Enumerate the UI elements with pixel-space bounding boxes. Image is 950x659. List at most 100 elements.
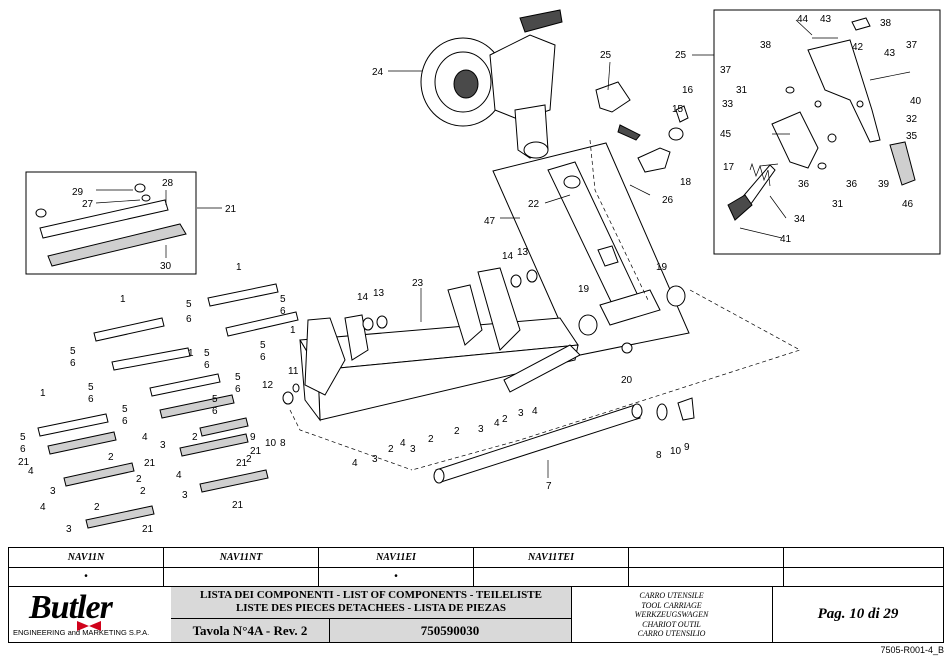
callout-45: 45 — [720, 129, 732, 140]
callout-9b: 9 — [684, 442, 690, 453]
callout-47: 47 — [484, 216, 496, 227]
callout-29: 29 — [72, 187, 84, 198]
variant-header: NAV11TEI — [474, 548, 628, 568]
callout-4c: 4 — [176, 470, 182, 481]
callout-2i: 2 — [454, 426, 460, 437]
brand-name: Butler — [29, 589, 113, 626]
callout-1e: 1 — [40, 388, 46, 399]
assembly-description: CARRO UTENSILE TOOL CARRIAGE WERKZEUGSWA… — [571, 587, 773, 642]
detail-frame-handle — [713, 9, 941, 255]
desc-es: CARRO UTENSILIO — [637, 629, 706, 638]
page-number: Pag. 10 di 29 — [817, 606, 899, 622]
callout-33: 33 — [722, 99, 734, 110]
callout-6d: 6 — [204, 360, 210, 371]
callout-8a: 8 — [280, 438, 286, 449]
callout-39: 39 — [878, 179, 890, 190]
callout-21c: 21 — [144, 458, 156, 469]
callout-13a: 13 — [517, 247, 529, 258]
callout-27: 27 — [82, 199, 94, 210]
callout-2e: 2 — [136, 474, 142, 485]
callout-3a: 3 — [160, 440, 166, 451]
variant-col-2: NAV11NT — [164, 548, 319, 586]
callout-30: 30 — [160, 261, 172, 272]
callout-21f: 21 — [142, 524, 154, 535]
variant-mark: • — [394, 571, 398, 582]
callout-4d: 4 — [40, 502, 46, 513]
callout-17: 17 — [723, 162, 735, 173]
title-line-2: LISTE DES PIECES DETACHEES - LISTA DE PI… — [235, 602, 507, 614]
callout-8b: 8 — [656, 450, 662, 461]
callout-4f: 4 — [400, 438, 406, 449]
callout-6g: 6 — [235, 384, 241, 395]
callout-5b: 5 — [280, 294, 286, 305]
callout-13b: 13 — [373, 288, 385, 299]
callout-4e: 4 — [352, 458, 358, 469]
company-logo: Butler ENGINEERING and MARKETING S.P.A. — [9, 587, 172, 642]
callout-37b: 37 — [720, 65, 732, 76]
desc-fr: CHARIOT OUTIL — [642, 619, 701, 629]
company-subtitle: ENGINEERING and MARKETING S.P.A. — [13, 628, 150, 637]
callout-6i: 6 — [212, 406, 218, 417]
variant-header — [629, 548, 783, 568]
carriage-body — [282, 267, 581, 422]
callout-5e: 5 — [260, 340, 266, 351]
callout-6f: 6 — [88, 394, 94, 405]
callout-4b: 4 — [28, 466, 34, 477]
callout-31b: 31 — [832, 199, 844, 210]
callout-2g: 2 — [388, 444, 394, 455]
leader-lines — [95, 19, 813, 478]
variant-col-1: NAV11N • — [9, 548, 164, 586]
strip-detail — [35, 183, 187, 267]
callout-1d: 1 — [290, 325, 296, 336]
callout-42: 42 — [852, 42, 864, 53]
callout-43a: 43 — [820, 14, 832, 25]
callout-1c: 1 — [188, 348, 194, 359]
callout-5d: 5 — [204, 348, 210, 359]
callout-34: 34 — [794, 214, 806, 225]
callout-36b: 36 — [846, 179, 858, 190]
desc-en: TOOL CARRIAGE — [641, 600, 702, 610]
callout-19a: 19 — [656, 262, 668, 273]
callout-35: 35 — [906, 131, 918, 142]
callout-3b: 3 — [50, 486, 56, 497]
callout-3c: 3 — [182, 490, 188, 501]
callout-3e: 3 — [372, 454, 378, 465]
callout-21a: 21 — [18, 457, 30, 468]
variant-header: NAV11NT — [164, 548, 318, 568]
callout-31a: 31 — [736, 85, 748, 96]
callout-38a: 38 — [880, 18, 892, 29]
callout-7: 7 — [546, 481, 552, 492]
detail-frame-slide — [492, 142, 690, 357]
variant-header — [784, 548, 943, 568]
callout-5c: 5 — [70, 346, 76, 357]
callout-25a: 25 — [600, 50, 612, 61]
callout-2f: 2 — [140, 486, 146, 497]
callout-3h: 3 — [518, 408, 524, 419]
callout-28: 28 — [162, 178, 174, 189]
callout-3g: 3 — [478, 424, 484, 435]
callout-5h: 5 — [122, 404, 128, 415]
table-revision: Tavola N°4A - Rev. 2 — [171, 619, 330, 643]
callout-23: 23 — [412, 278, 424, 289]
callout-16: 16 — [682, 85, 694, 96]
callout-6b: 6 — [280, 306, 286, 317]
clamp-part — [595, 81, 689, 196]
callout-6e: 6 — [260, 352, 266, 363]
callout-5j: 5 — [20, 432, 26, 443]
detail-frame-strip — [25, 171, 197, 275]
callout-5g: 5 — [235, 372, 241, 383]
callout-4h: 4 — [532, 406, 538, 417]
desc-it: CARRO UTENSILE — [639, 591, 704, 600]
callout-1b: 1 — [120, 294, 126, 305]
callout-26: 26 — [662, 195, 674, 206]
tool-head-assembly — [420, 9, 563, 159]
document-reference: 7505-R001-4_B — [880, 645, 944, 655]
callout-labels: 24 25 25 16 15 18 26 22 47 19 19 20 14 1… — [18, 14, 922, 535]
callout-37a: 37 — [906, 40, 918, 51]
callout-6h: 6 — [122, 416, 128, 427]
callout-3d: 3 — [66, 524, 72, 535]
variant-mark — [474, 567, 628, 586]
variant-col-5 — [629, 548, 784, 586]
callout-2b: 2 — [108, 452, 114, 463]
callout-5a: 5 — [186, 299, 192, 310]
